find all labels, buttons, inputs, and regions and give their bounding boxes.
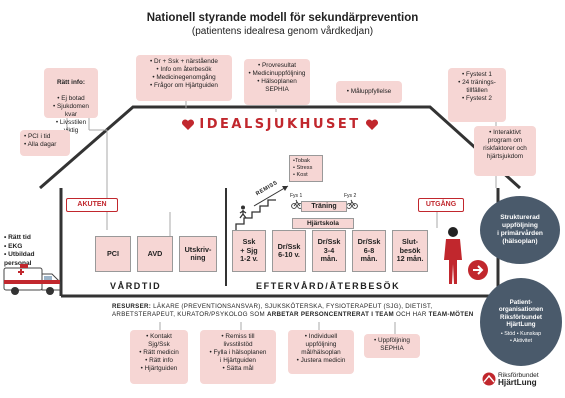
info-box-heading: Rätt info: [56, 79, 86, 86]
visit-box-dr-6-10: Dr/Ssk 6-10 v. [272, 230, 306, 272]
fys2-label: Fys 2 [344, 193, 357, 199]
patient-org-sub: • Stöd • Kunskap • Aktivitet [500, 330, 542, 345]
page-title: Nationell styrande modell för sekundärpr… [146, 12, 419, 24]
visit-box-dr-6-8: Dr/Ssk 6-8 mån. [352, 230, 386, 272]
resurser-text: RESURSER: LÄKARE (PREVENTIONSANSVAR), SJ… [112, 303, 482, 320]
house-label-text: IDEALSJUKHUSET [199, 117, 361, 132]
info-box-pci-tid: • PCI i tid • Alla dagar [20, 130, 70, 156]
utgang-label: UTGÅNG [418, 198, 464, 212]
bottom-box-individuell: • Individuell uppföljning mål/hälsoplan … [288, 330, 354, 374]
section-eftervard: EFTERVÅRD/ÅTERBESÖK [256, 281, 401, 291]
heart-icon [182, 118, 195, 130]
struktur-circle: Strukturerad uppföljning i primärvården … [480, 196, 560, 264]
bottom-box-sephia: • Uppföljning SEPHIA [364, 334, 420, 358]
risk-box: •Tobak • Stress • Kost [289, 155, 323, 182]
resurser-mid: OCH HAR [393, 311, 429, 319]
resurser-bold2: TEAM-MÖTEN [428, 311, 474, 319]
info-box-fystest: • Fystest 1 • 24 tränings- tillfällen • … [448, 68, 506, 122]
resurser-prefix: RESURSER: [112, 303, 152, 310]
bottom-box-kontakt: • Kontakt Sjg/Ssk • Rätt medicin • Rätt … [130, 330, 188, 384]
resurser-bold1: ARBETAR PERSONCENTRERAT I TEAM [266, 311, 394, 319]
page-subtitle: (patientens idealresa genom vårdkedjan) [191, 26, 374, 37]
arrow-right-icon [468, 260, 488, 280]
visit-box-slutbesok: Slut- besök 12 mån. [392, 230, 428, 272]
visit-box-dr-3-4: Dr/Ssk 3-4 mån. [312, 230, 346, 272]
resurser-line1: LÄKARE (PREVENTIONSANSVAR), SJUKSKÖTERSK… [151, 303, 433, 310]
house-label: IDEALSJUKHUSET [170, 117, 390, 132]
patient-org-circle: Patient- organisationen Riksförbundet Hj… [480, 278, 562, 366]
patient-figure-icon [444, 227, 462, 284]
logo-line2: HjärtLung [498, 378, 537, 388]
stair-person-icon [239, 205, 247, 219]
struktur-text: Strukturerad uppföljning i primärvården … [497, 214, 543, 245]
resurser-line2: ARBETSTERAPEUT, KURATOR/PSYKOLOG SOM [112, 311, 267, 319]
akut-list: • Rätt tid • EKG • Utbildad personal [4, 234, 35, 267]
ward-box-pci: PCI [95, 236, 131, 272]
visit-box-ssk: Ssk + Sjg 1-2 v. [232, 230, 266, 272]
akuten-label: AKUTEN [66, 198, 118, 212]
ward-box-utskrivning: Utskriv- ning [179, 236, 217, 272]
logo-line1: Riksförbundet [498, 372, 539, 379]
ward-box-avd: AVD [137, 236, 173, 272]
info-box-dr-ssk: • Dr + Ssk + närstående • Info om återbe… [136, 55, 232, 101]
traning-box: Träning [301, 201, 347, 212]
info-box-provresultat: • Provresultat • Medicinuppföljning • Hä… [244, 59, 310, 105]
bottom-box-remiss: • Remiss till livsstilstöd • Fylla i häl… [200, 330, 276, 384]
info-box-items: • Ej botad • Sjukdomen kvar • Livsstilen… [53, 95, 89, 134]
ambulance-icon [3, 264, 61, 295]
logo-text: Riksförbundet HjärtLung [498, 372, 539, 387]
info-box-maluppfyllelse: • Måluppfyllelse [336, 81, 402, 103]
fys1-label: Fys 1 [290, 193, 303, 199]
info-box-ratt-info: Rätt info: • Ej botad • Sjukdomen kvar •… [44, 68, 98, 134]
hjartskola-box: Hjärtskola [292, 218, 354, 229]
section-vardtid: VÅRDTID [110, 281, 162, 291]
heart-icon [365, 118, 378, 130]
info-box-interaktivt: • Interaktivt program om riskfaktorer oc… [474, 126, 536, 176]
patient-org-title: Patient- organisationen Riksförbundet Hj… [498, 298, 544, 329]
hjartlung-logo-icon [482, 372, 496, 386]
